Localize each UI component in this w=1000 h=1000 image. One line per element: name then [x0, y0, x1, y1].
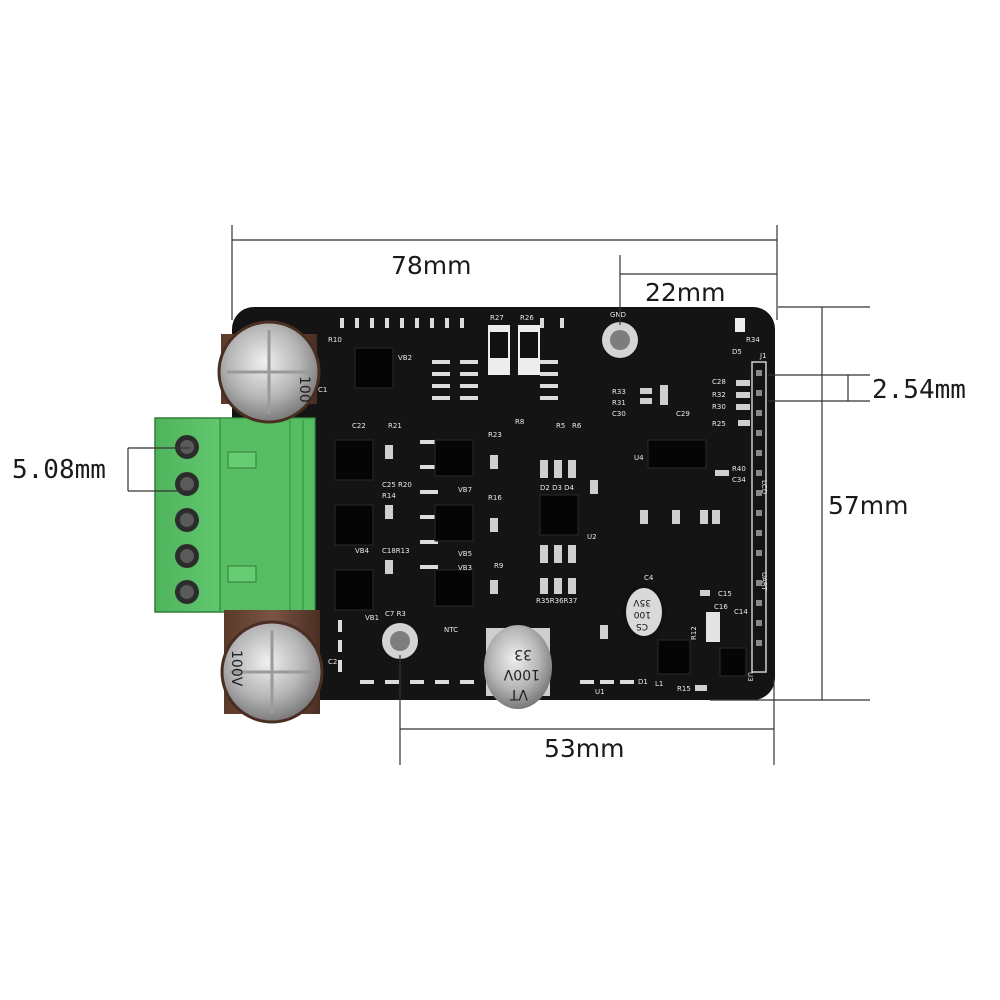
label-ntc: NTC [444, 626, 458, 634]
label-vb4: VB4 [355, 547, 370, 555]
label-r40: R40 [732, 465, 746, 473]
smd-components [385, 318, 750, 691]
label-r21: R21 [388, 422, 402, 430]
dim-hole-offset: 22mm [645, 278, 726, 307]
label-c4: C4 [644, 574, 654, 582]
capacitor-large-top: 100 [217, 320, 321, 424]
dim-pin-pitch: 2.54mm [872, 375, 966, 405]
capacitor-medium: 33 100V VT [484, 625, 552, 709]
label-c15: C15 [718, 590, 732, 598]
dim-terminal-pitch: 5.08mm [12, 455, 106, 485]
label-c28: C28 [712, 378, 726, 386]
label-l1: L1 [655, 680, 663, 688]
silkscreen-labels: GND J1 LCD UART NTC U1 U2 U3 U4 D5 D1 L1… [318, 311, 768, 696]
label-r25: R25 [712, 420, 726, 428]
pin-header-pins [756, 370, 762, 646]
terminal-block [154, 417, 316, 613]
terminal-screws [175, 435, 199, 604]
label-c25r20: C25 R20 [382, 481, 412, 489]
label-r15: R15 [677, 685, 691, 693]
label-u4: U4 [634, 454, 644, 462]
cap-mid-series: VT [509, 686, 528, 702]
cap-mid-voltage: 100V [503, 666, 540, 682]
cap-small-series: CS [636, 621, 648, 631]
label-r12: R12 [690, 626, 698, 640]
dim-hole-spacing: 53mm [544, 734, 625, 763]
cap-small-value: 100 [634, 609, 651, 619]
label-c16: C16 [714, 603, 728, 611]
mounting-hole-top [602, 322, 638, 358]
capacitor-large-bottom: 100V [220, 610, 324, 724]
label-c2: C2 [328, 658, 337, 666]
label-gnd: GND [610, 311, 626, 319]
label-r32: R32 [712, 391, 726, 399]
cap-mid-value: 33 [514, 646, 532, 662]
label-c30: C30 [612, 410, 626, 418]
label-r26: R26 [520, 314, 534, 322]
label-r14: R14 [382, 492, 396, 500]
label-u1: U1 [595, 688, 605, 696]
label-d1: D1 [638, 678, 648, 686]
dim-board-height: 57mm [828, 491, 909, 520]
dimension-lines [127, 225, 870, 765]
cap-small-voltage: 35V [633, 597, 651, 607]
label-r23: R23 [488, 431, 502, 439]
label-c7r3: C7 R3 [385, 610, 406, 618]
label-d2d3d4: D2 D3 D4 [540, 484, 575, 492]
label-vb7: VB7 [458, 486, 472, 494]
label-c29: C29 [676, 410, 690, 418]
label-u2: U2 [587, 533, 597, 541]
label-r33: R33 [612, 388, 626, 396]
label-r8: R8 [515, 418, 524, 426]
label-j1: J1 [759, 352, 767, 360]
label-vb5: VB5 [458, 550, 472, 558]
ic-chips [334, 347, 747, 677]
capacitor-small: 35V 100 CS [622, 584, 666, 640]
label-r9: R9 [494, 562, 503, 570]
label-d5: D5 [732, 348, 742, 356]
dim-board-width: 78mm [391, 251, 472, 280]
label-r27: R27 [490, 314, 504, 322]
pcb-pads [245, 318, 634, 684]
label-r6: R6 [572, 422, 582, 430]
pin-header [751, 361, 767, 673]
label-c14: C14 [734, 608, 748, 616]
cap-top-label: 100 [296, 376, 312, 403]
label-u3: U3 [746, 672, 754, 682]
label-c1: C1 [318, 386, 327, 394]
label-r5: R5 [556, 422, 565, 430]
label-lcd: LCD [760, 480, 768, 494]
label-r34: R34 [746, 336, 760, 344]
label-r35r36r37: R35R36R37 [536, 597, 577, 605]
cap-bottom-label: 100V [228, 650, 244, 687]
label-r16: R16 [488, 494, 502, 502]
label-r30: R30 [712, 403, 726, 411]
label-vb2: VB2 [398, 354, 412, 362]
label-r10: R10 [328, 336, 342, 344]
label-vb1: VB1 [365, 614, 379, 622]
label-c22: C22 [352, 422, 366, 430]
label-c18r13: C18R13 [382, 547, 410, 555]
label-uart: UART [760, 572, 768, 591]
label-c34: C34 [732, 476, 746, 484]
mounting-hole-bottom [382, 623, 418, 659]
label-r31: R31 [612, 399, 626, 407]
label-vb3: VB3 [458, 564, 472, 572]
